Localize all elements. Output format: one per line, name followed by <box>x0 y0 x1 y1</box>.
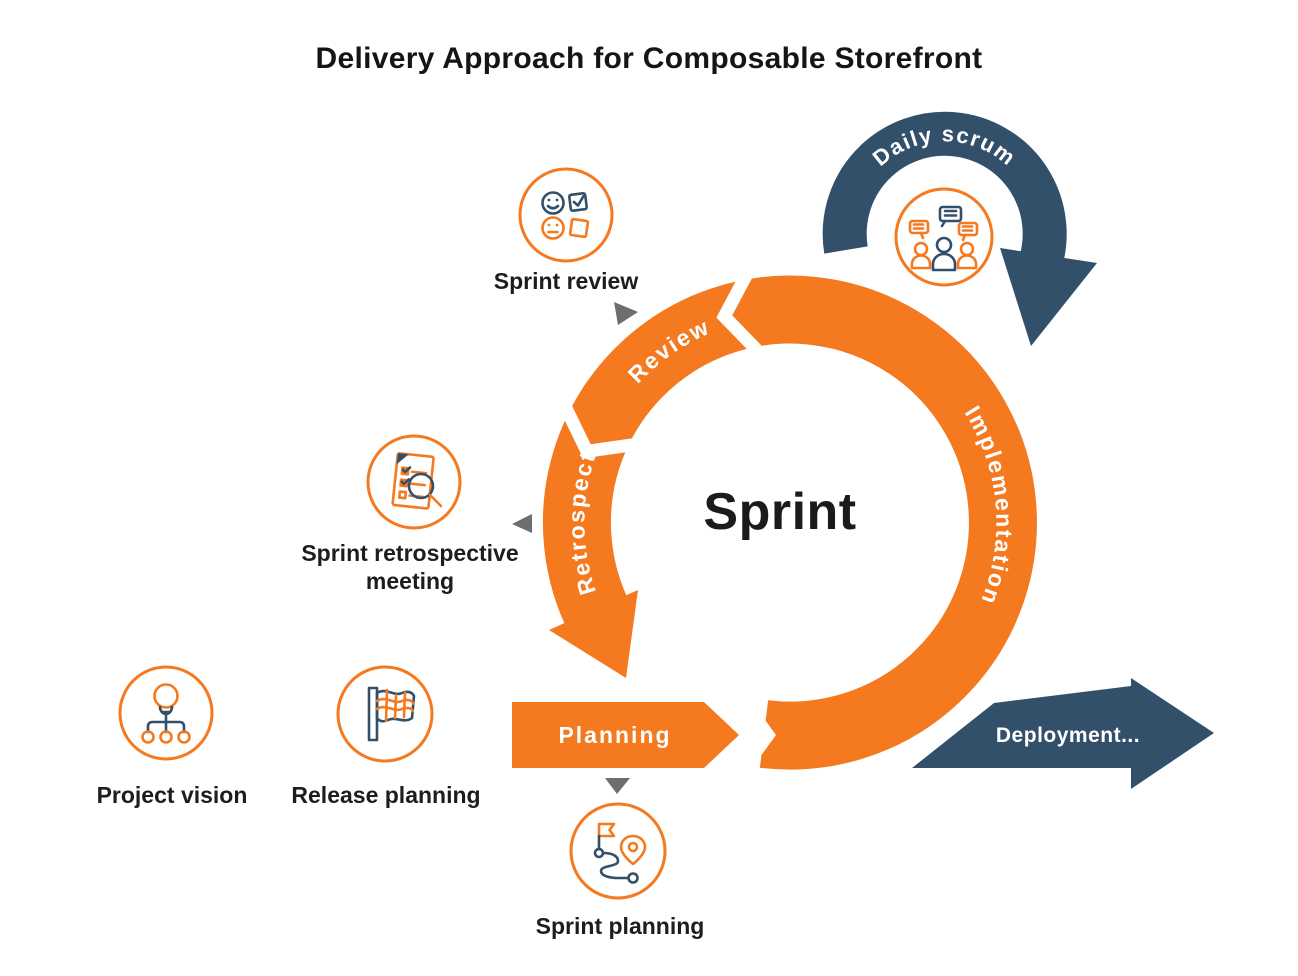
sprint-cycle-ring: Planning Review Retrospect Implementatio… <box>512 267 1037 779</box>
milestone-flag-icon <box>336 665 434 763</box>
retrospect-arrowhead-icon <box>549 590 638 678</box>
gap-chevron <box>716 267 771 357</box>
daily-scrum-ring <box>822 111 1067 275</box>
deployment-arrow-shape <box>912 678 1214 789</box>
sprint-review-caption: Sprint review <box>493 268 639 294</box>
daily-scrum-loop: Daily scrum <box>822 111 1097 346</box>
planning-segment <box>512 702 739 768</box>
deployment-arrow: Deployment... <box>912 678 1214 789</box>
release-planning-caption: Release planning <box>291 782 481 808</box>
review-pointer-icon <box>614 302 638 325</box>
planning-pointer-icon <box>605 778 630 794</box>
deployment-label: Deployment... <box>996 724 1140 747</box>
roadmap-pin-icon <box>569 802 667 900</box>
sprint-retrospective-caption-line2: meeting <box>365 568 455 594</box>
sprint-retrospective-caption-line1: Sprint retrospective <box>301 540 519 566</box>
planning-label: Planning <box>558 722 671 748</box>
sprint-retrospective-caption: Sprint retrospective meeting <box>260 539 560 595</box>
feedback-faces-icon <box>518 167 614 263</box>
document-magnifier-icon <box>366 434 462 530</box>
idea-hierarchy-icon <box>118 665 214 761</box>
gap-chevron <box>728 691 776 779</box>
sprint-center-label: Sprint <box>703 483 857 541</box>
retrospective-pointer-icon <box>512 514 532 533</box>
sprint-planning-caption: Sprint planning <box>535 913 705 939</box>
gap-chevron <box>559 395 645 459</box>
team-discussion-icon <box>894 187 994 287</box>
project-vision-caption: Project vision <box>96 782 248 808</box>
daily-scrum-arrowhead-icon <box>1000 248 1097 346</box>
page-title: Delivery Approach for Composable Storefr… <box>315 42 983 75</box>
